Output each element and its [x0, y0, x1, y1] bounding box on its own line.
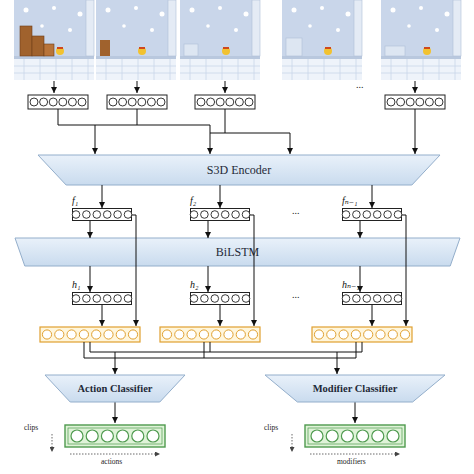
- flow-arrow: [90, 221, 91, 238]
- flow-arrow: [102, 185, 103, 208]
- ellipsis: ...: [292, 206, 300, 216]
- concat-vector: [312, 327, 412, 342]
- flow-arrow: [360, 266, 361, 292]
- video-frame: [381, 0, 461, 80]
- node-outline: [342, 208, 402, 221]
- vector-label: fₙ₋₁: [342, 195, 358, 206]
- vector-label: h₂: [190, 279, 198, 290]
- input-vector: [195, 95, 255, 109]
- feature-vector: f₁: [72, 208, 132, 221]
- hidden-vector: h₁: [72, 292, 132, 305]
- video-frame: [282, 0, 362, 80]
- vector-label: f₂: [190, 195, 196, 206]
- flow-arrow: [208, 221, 209, 238]
- band-label: BiLSTM: [15, 238, 460, 266]
- flow-arrow: [208, 266, 209, 292]
- hidden-vector: hₙ₋₁: [342, 292, 402, 305]
- ellipsis: ...: [292, 290, 300, 300]
- node-outline: [190, 208, 250, 221]
- flow-arrow: [360, 221, 361, 238]
- input-vector: [107, 95, 167, 109]
- vector-label: hₙ₋₁: [342, 279, 360, 290]
- bilstm-band: BiLSTM: [15, 238, 460, 266]
- action-output-vector: [65, 425, 165, 447]
- concat-vector: [40, 327, 140, 342]
- feature-vector: f₂: [190, 208, 250, 221]
- band-label: Modifier Classifier: [265, 375, 445, 402]
- hidden-vector: h₂: [190, 292, 250, 305]
- axis-label: clips: [264, 424, 278, 432]
- input-arrow: [54, 81, 415, 93]
- node-outline: [72, 292, 132, 305]
- encoder-input-wire: [58, 109, 415, 154]
- classifier-trapezoid: Action Classifier: [45, 375, 185, 402]
- concat-vector: [160, 327, 260, 342]
- video-frame: [180, 0, 260, 80]
- encoder-band: S3D Encoder: [38, 155, 440, 185]
- classifier-trapezoid: Modifier Classifier: [265, 375, 445, 402]
- axis-label: clips: [24, 424, 38, 432]
- input-vector: [28, 95, 88, 109]
- band-label: S3D Encoder: [38, 155, 440, 185]
- input-vector: [385, 95, 445, 109]
- band-label: Action Classifier: [45, 375, 185, 402]
- vector-label: h₁: [72, 279, 80, 290]
- node-outline: [342, 292, 402, 305]
- flow-arrow: [372, 185, 373, 208]
- output-arrow: [115, 402, 355, 423]
- flow-arrow: [90, 266, 91, 292]
- classifier-input-wire: [84, 342, 362, 374]
- feature-vector: fₙ₋₁: [342, 208, 402, 221]
- video-frame: [14, 0, 94, 80]
- axis-label: modifiers: [337, 458, 366, 466]
- node-outline: [72, 208, 132, 221]
- ellipsis: ...: [356, 80, 364, 90]
- skip-connection: [132, 215, 406, 326]
- flow-arrow: [220, 185, 221, 208]
- hidden-to-concat-arrow: [102, 305, 372, 326]
- vector-label: f₁: [72, 195, 78, 206]
- axis-label: actions: [101, 458, 122, 466]
- axis-arrow: [52, 434, 400, 454]
- modifier-output-vector: [305, 425, 405, 447]
- node-outline: [190, 292, 250, 305]
- video-frame: [96, 0, 176, 80]
